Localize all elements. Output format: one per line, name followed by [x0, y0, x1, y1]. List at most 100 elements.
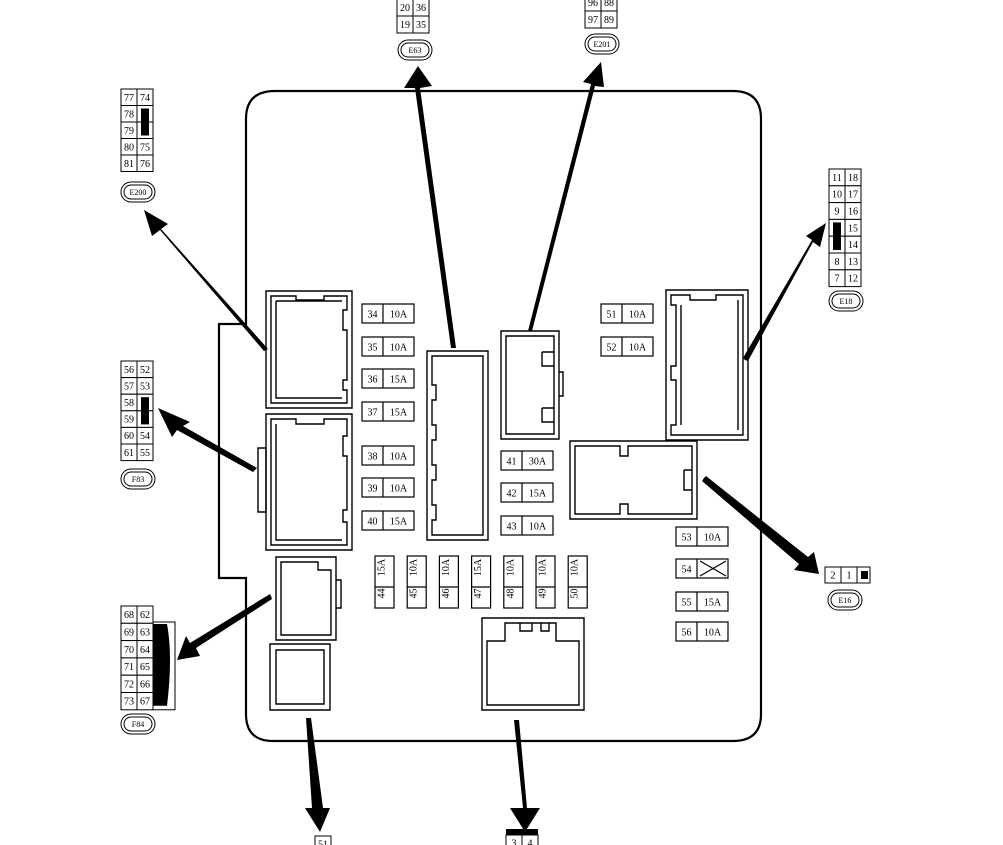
fuse-number: 39 — [368, 484, 378, 495]
connector-pin-label: 11 — [832, 173, 842, 184]
arrow-group — [144, 62, 826, 832]
connector-pin-label: 36 — [416, 3, 426, 14]
connector-pin-label: 70 — [124, 645, 134, 656]
fuse-number: 42 — [507, 489, 517, 500]
fuse-number: 45 — [409, 589, 420, 599]
connector-pin-label: 74 — [140, 93, 150, 104]
connector-pin-label: 10 — [832, 190, 842, 201]
connector-pin-label: 54 — [140, 431, 150, 442]
connector-pin-label: 73 — [124, 697, 134, 708]
connector-pin-label: 51 — [318, 840, 328, 845]
connector-pin-label: 35 — [416, 20, 426, 31]
connector-pin-label: 81 — [124, 159, 134, 170]
fuse-49: 10A 49 — [535, 555, 556, 609]
locking-tab — [861, 571, 868, 579]
fuse-rating: 10A — [390, 452, 408, 463]
fuse-rating: 15A — [390, 408, 408, 419]
connector-pin-label: 8 — [835, 257, 840, 268]
fuse-number: 54 — [682, 565, 692, 576]
connector-pin-label: 65 — [140, 662, 150, 673]
connector-id-badge: E18 — [828, 290, 864, 312]
connector-bottom-left: 51 — [314, 835, 332, 845]
fuse-number: 35 — [368, 343, 378, 354]
connector-pin-label: 4 — [528, 839, 533, 845]
connector-pin-label: 71 — [124, 662, 134, 673]
arrow-to-e18 — [743, 223, 826, 361]
fuse-rating: 15A — [529, 489, 547, 500]
fuse-rating: 10A — [390, 310, 408, 321]
connector-id-badge: F83 — [120, 468, 156, 490]
connector-id: F84 — [132, 720, 144, 729]
connector-id-badge: E16 — [827, 589, 863, 611]
connector-id: E200 — [130, 188, 147, 197]
fuse-rating: 15A — [377, 558, 388, 576]
connector-pin-label: 61 — [124, 448, 134, 459]
connector-pin-label: 17 — [848, 190, 858, 201]
relay-socket-middle-left — [257, 413, 353, 551]
connector-pin-label: 79 — [124, 126, 134, 137]
arrow-to-e16 — [702, 476, 819, 574]
connector-pin-label: 1 — [847, 571, 852, 582]
connector-pin-label: 3 — [512, 839, 517, 845]
connector-pin-label: 89 — [604, 15, 614, 26]
fuse-rating: 10A — [505, 558, 516, 576]
fuse-number: 55 — [682, 598, 692, 609]
connector-pin-label: 2 — [831, 571, 836, 582]
fuse-rating: 15A — [704, 598, 722, 609]
connector-pin-label: 20 — [400, 3, 410, 14]
fuse-number: 43 — [507, 522, 517, 533]
fuse-number: 48 — [505, 589, 516, 599]
connector-pin-label: 64 — [140, 645, 150, 656]
relay-socket-upper-left — [265, 290, 353, 409]
arrow-to-e200 — [144, 210, 268, 351]
connector-pin-label: 76 — [140, 159, 150, 170]
relay-socket-right-lower — [569, 440, 698, 520]
fuse-rating: 10A — [538, 558, 549, 576]
connector-pin-label: 52 — [140, 365, 150, 376]
connector-pin-label: 72 — [124, 679, 134, 690]
fuse-number: 46 — [441, 589, 452, 599]
connector-pin-label: 78 — [124, 109, 134, 120]
connector-pin-label: 19 — [400, 20, 410, 31]
fuse-rating: 30A — [529, 457, 547, 468]
connector-id-badge: E201 — [584, 33, 620, 55]
connector-pin-label: 53 — [140, 381, 150, 392]
connector-pin-label: 57 — [124, 381, 134, 392]
fuse-55: 55 15A — [675, 591, 729, 612]
connector-id: E201 — [594, 40, 611, 49]
fuse-rating: 10A — [629, 343, 647, 354]
fuse-rating: 10A — [390, 343, 408, 354]
fuse-42: 42 15A — [500, 482, 554, 503]
fuse-rating: 10A — [570, 558, 581, 576]
fuse-number: 49 — [538, 589, 549, 599]
connector-pin-label: 18 — [848, 173, 858, 184]
connector-pin-label: 75 — [140, 142, 150, 153]
fuse-number: 56 — [682, 628, 692, 639]
arrow-to-f84 — [177, 594, 272, 660]
fuse-rating: 10A — [704, 533, 722, 544]
connector-id-badge: E200 — [120, 181, 156, 203]
connector-pin-label: 13 — [848, 257, 858, 268]
arrow-to-bottom-left — [305, 718, 330, 832]
connector-pin-label: 56 — [124, 365, 134, 376]
locking-tab — [153, 624, 170, 706]
fuse-number: 51 — [607, 310, 617, 321]
arrow-to-e201 — [528, 62, 604, 331]
connector-pin-label: 63 — [140, 627, 150, 638]
